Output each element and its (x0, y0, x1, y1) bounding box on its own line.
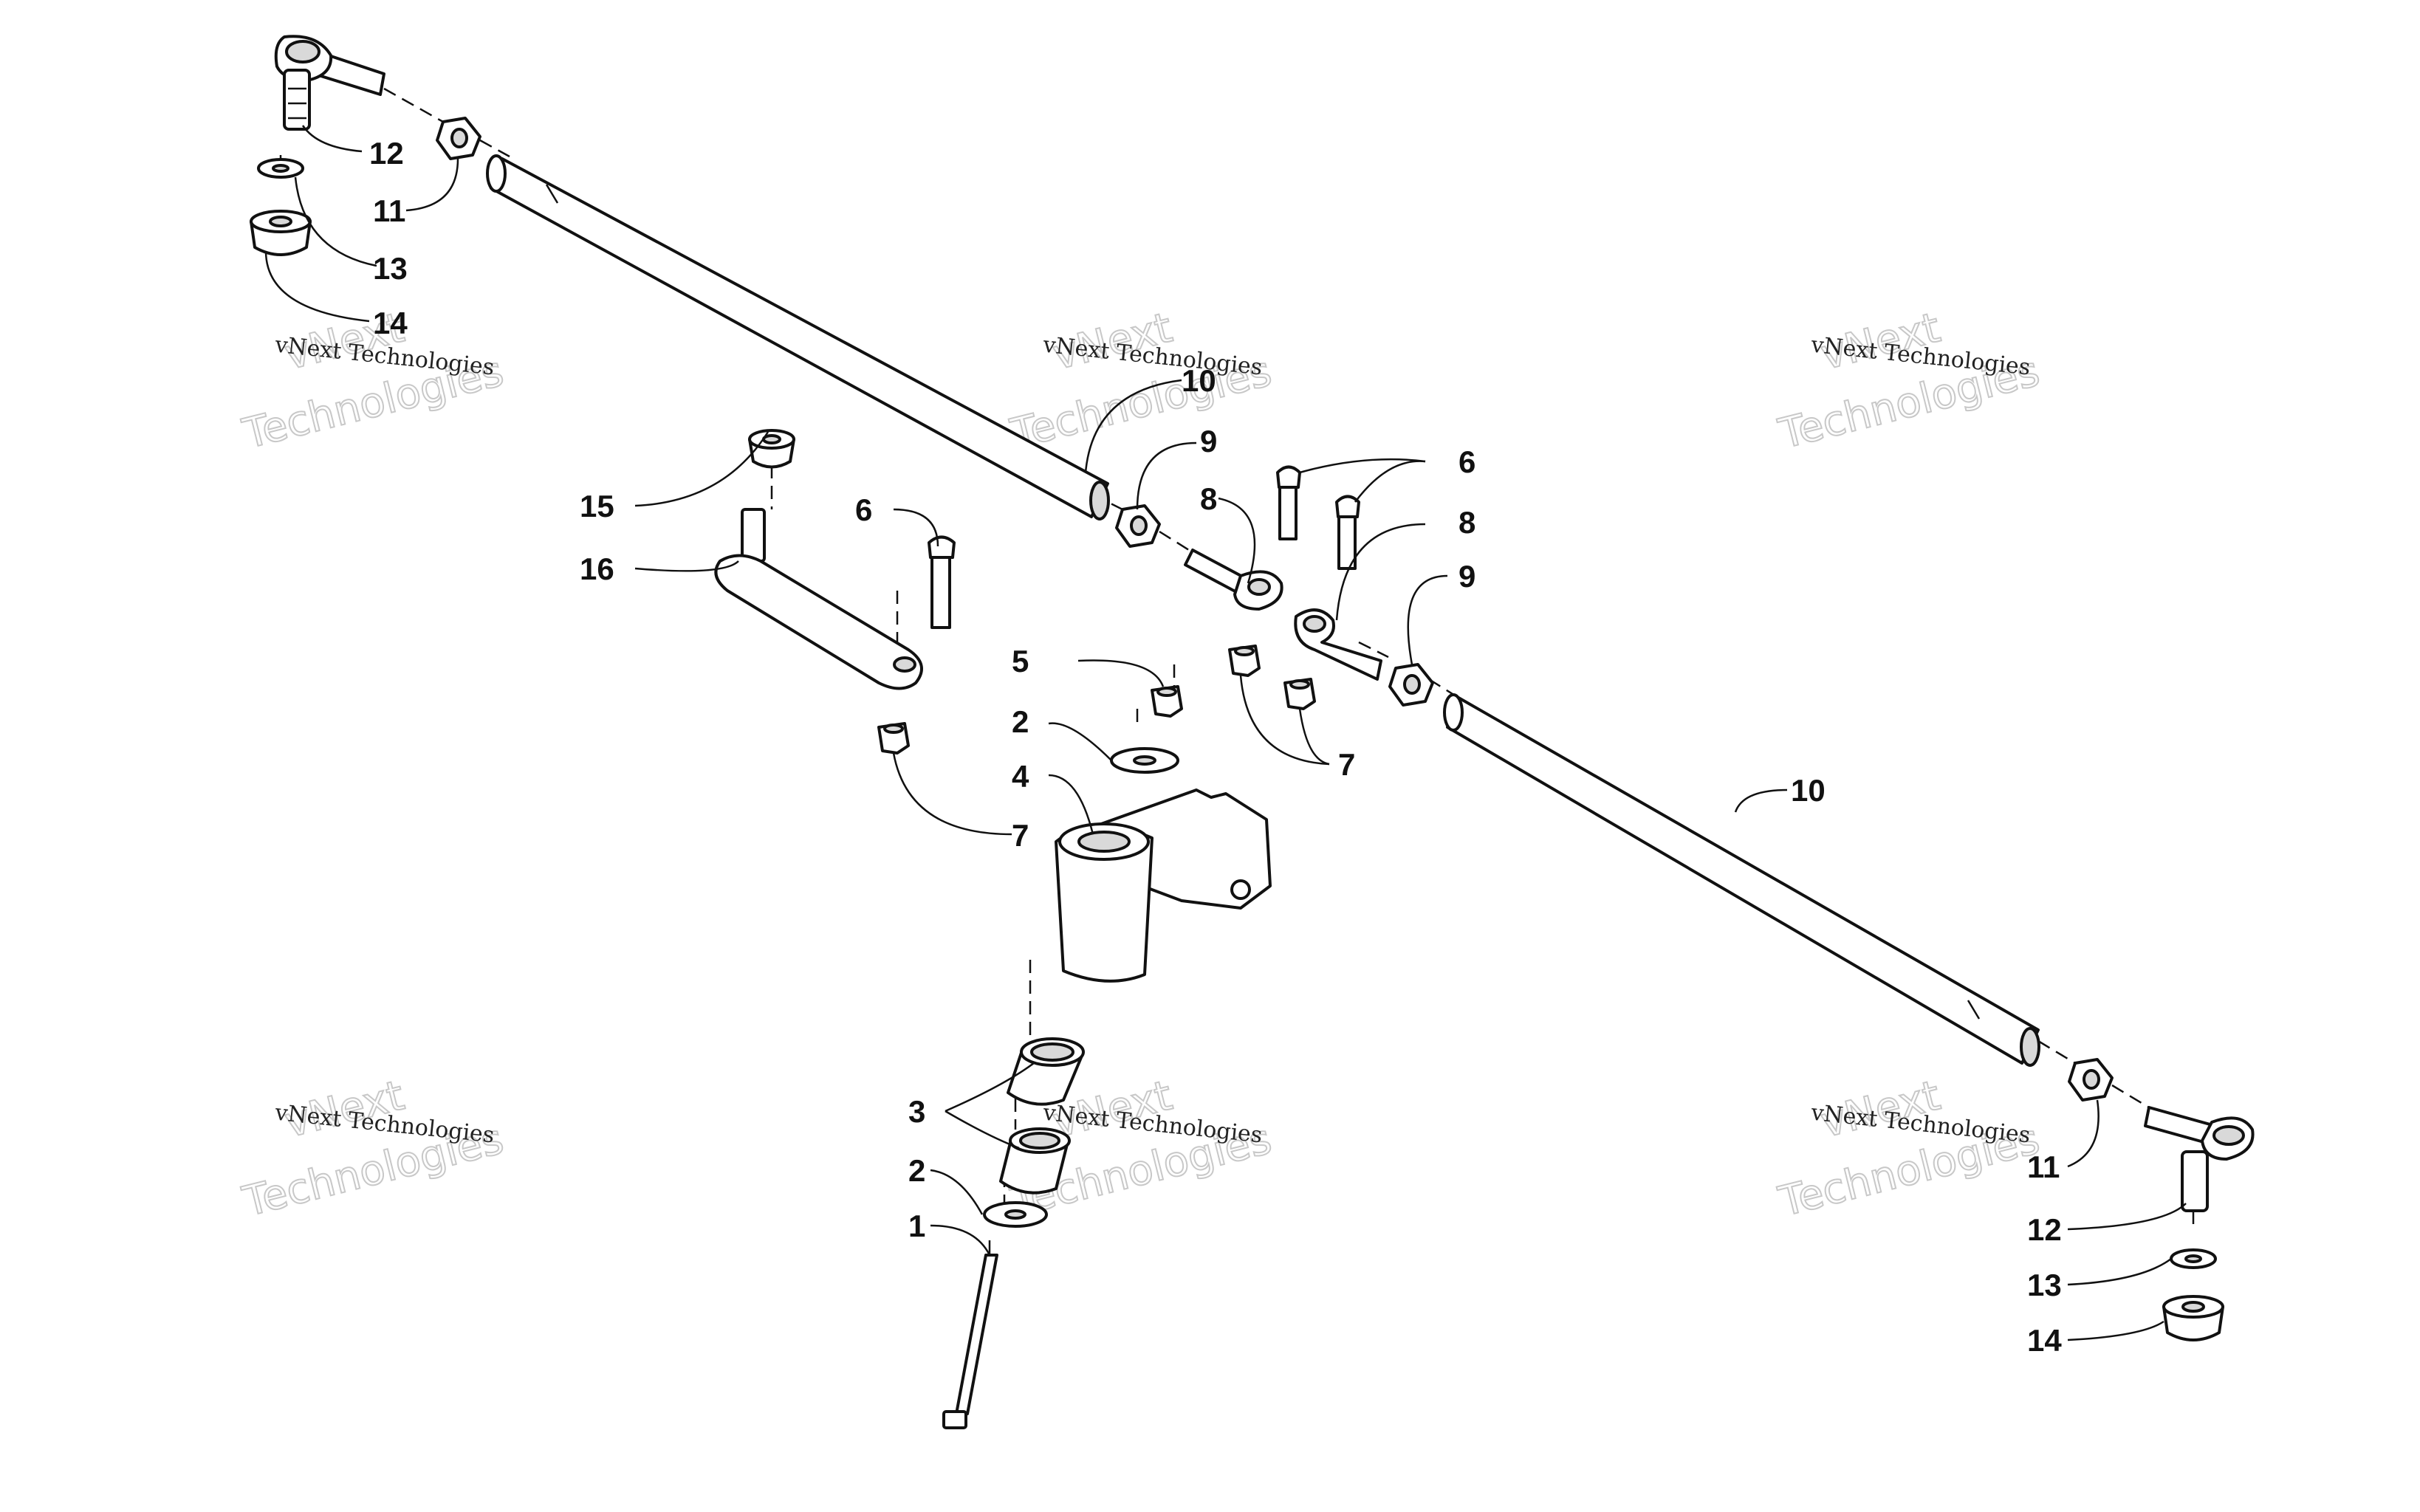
tie-rod-end-center-left (1184, 549, 1283, 611)
nut-center-right (1283, 678, 1316, 710)
tie-rod-end-right (2144, 1106, 2255, 1212)
callout-15: 15 (580, 489, 614, 523)
callout-7-left: 7 (1012, 818, 1029, 853)
callout-8-left: 8 (1200, 481, 1217, 516)
callout-14-top: 14 (373, 306, 408, 340)
watermark-top-center: vNext Technologies vNext Technologies (1005, 303, 1277, 459)
jam-nut-right-bottom (2068, 1058, 2114, 1102)
callout-13-top: 13 (373, 251, 408, 286)
jam-nut-left-center (1115, 504, 1161, 548)
bolt-center-right (1335, 495, 1360, 570)
washer-steering-top (1110, 747, 1179, 774)
tie-rod-end-left (274, 35, 385, 131)
callout-10-bottom: 10 (1791, 773, 1826, 808)
jam-nut-right-center (1388, 663, 1434, 707)
bolt-center-left (1276, 465, 1301, 540)
locknut-left-top (250, 210, 312, 256)
nut-steering-top (1151, 685, 1183, 718)
callout-12-bottom: 12 (2027, 1212, 2062, 1247)
callout-labels: 12 11 13 14 10 9 6 8 8 9 7 15 16 6 5 2 4… (369, 136, 2062, 1358)
bushing-lower (999, 1127, 1071, 1195)
callout-5: 5 (1012, 644, 1029, 678)
tie-rod-tube-left (486, 154, 1110, 520)
callout-2-bottom: 2 (908, 1153, 925, 1188)
long-bolt (942, 1254, 998, 1429)
watermark-top-right: vNext Technologies vNext Technologies (1773, 303, 2045, 459)
watermark-bottom-right: vNext Technologies vNext Technologies (1773, 1071, 2045, 1227)
callout-11-bottom: 11 (2027, 1150, 2060, 1184)
jam-nut-left-top (436, 117, 481, 160)
callout-3: 3 (908, 1094, 925, 1129)
nut-center-left (1228, 645, 1261, 677)
steering-arm (1055, 788, 1272, 983)
nut-drag-link (877, 722, 910, 755)
callout-7-center: 7 (1338, 747, 1355, 782)
callout-16: 16 (580, 551, 614, 586)
callout-2-top: 2 (1012, 704, 1029, 739)
drag-link (714, 508, 923, 690)
washer-left-top (257, 158, 304, 179)
leader-lines (264, 125, 2187, 1341)
callout-4: 4 (1012, 759, 1029, 794)
callout-9-top: 9 (1200, 424, 1217, 458)
washer-steering-bottom (983, 1201, 1048, 1228)
callout-1: 1 (908, 1209, 925, 1243)
callout-12-top: 12 (369, 136, 404, 171)
locknut-right-bottom (2162, 1295, 2224, 1341)
watermark-bottom-left: vNext Technologies vNext Technologies (237, 1071, 509, 1227)
callout-10-top: 10 (1182, 363, 1216, 398)
callout-14-bottom: 14 (2027, 1323, 2062, 1358)
tie-rod-tube-right (1443, 693, 2040, 1067)
bolt-drag-link (928, 535, 956, 629)
callout-13-bottom: 13 (2027, 1268, 2062, 1302)
washer-right-bottom (2170, 1248, 2217, 1269)
callout-6-top: 6 (1458, 444, 1475, 479)
tie-rod-end-center-right (1294, 608, 1382, 681)
callout-11-top: 11 (373, 193, 405, 228)
callout-8-right: 8 (1458, 505, 1475, 540)
bushing-upper (1007, 1037, 1085, 1106)
callout-9-right: 9 (1458, 559, 1475, 594)
callout-6-left: 6 (855, 492, 872, 527)
